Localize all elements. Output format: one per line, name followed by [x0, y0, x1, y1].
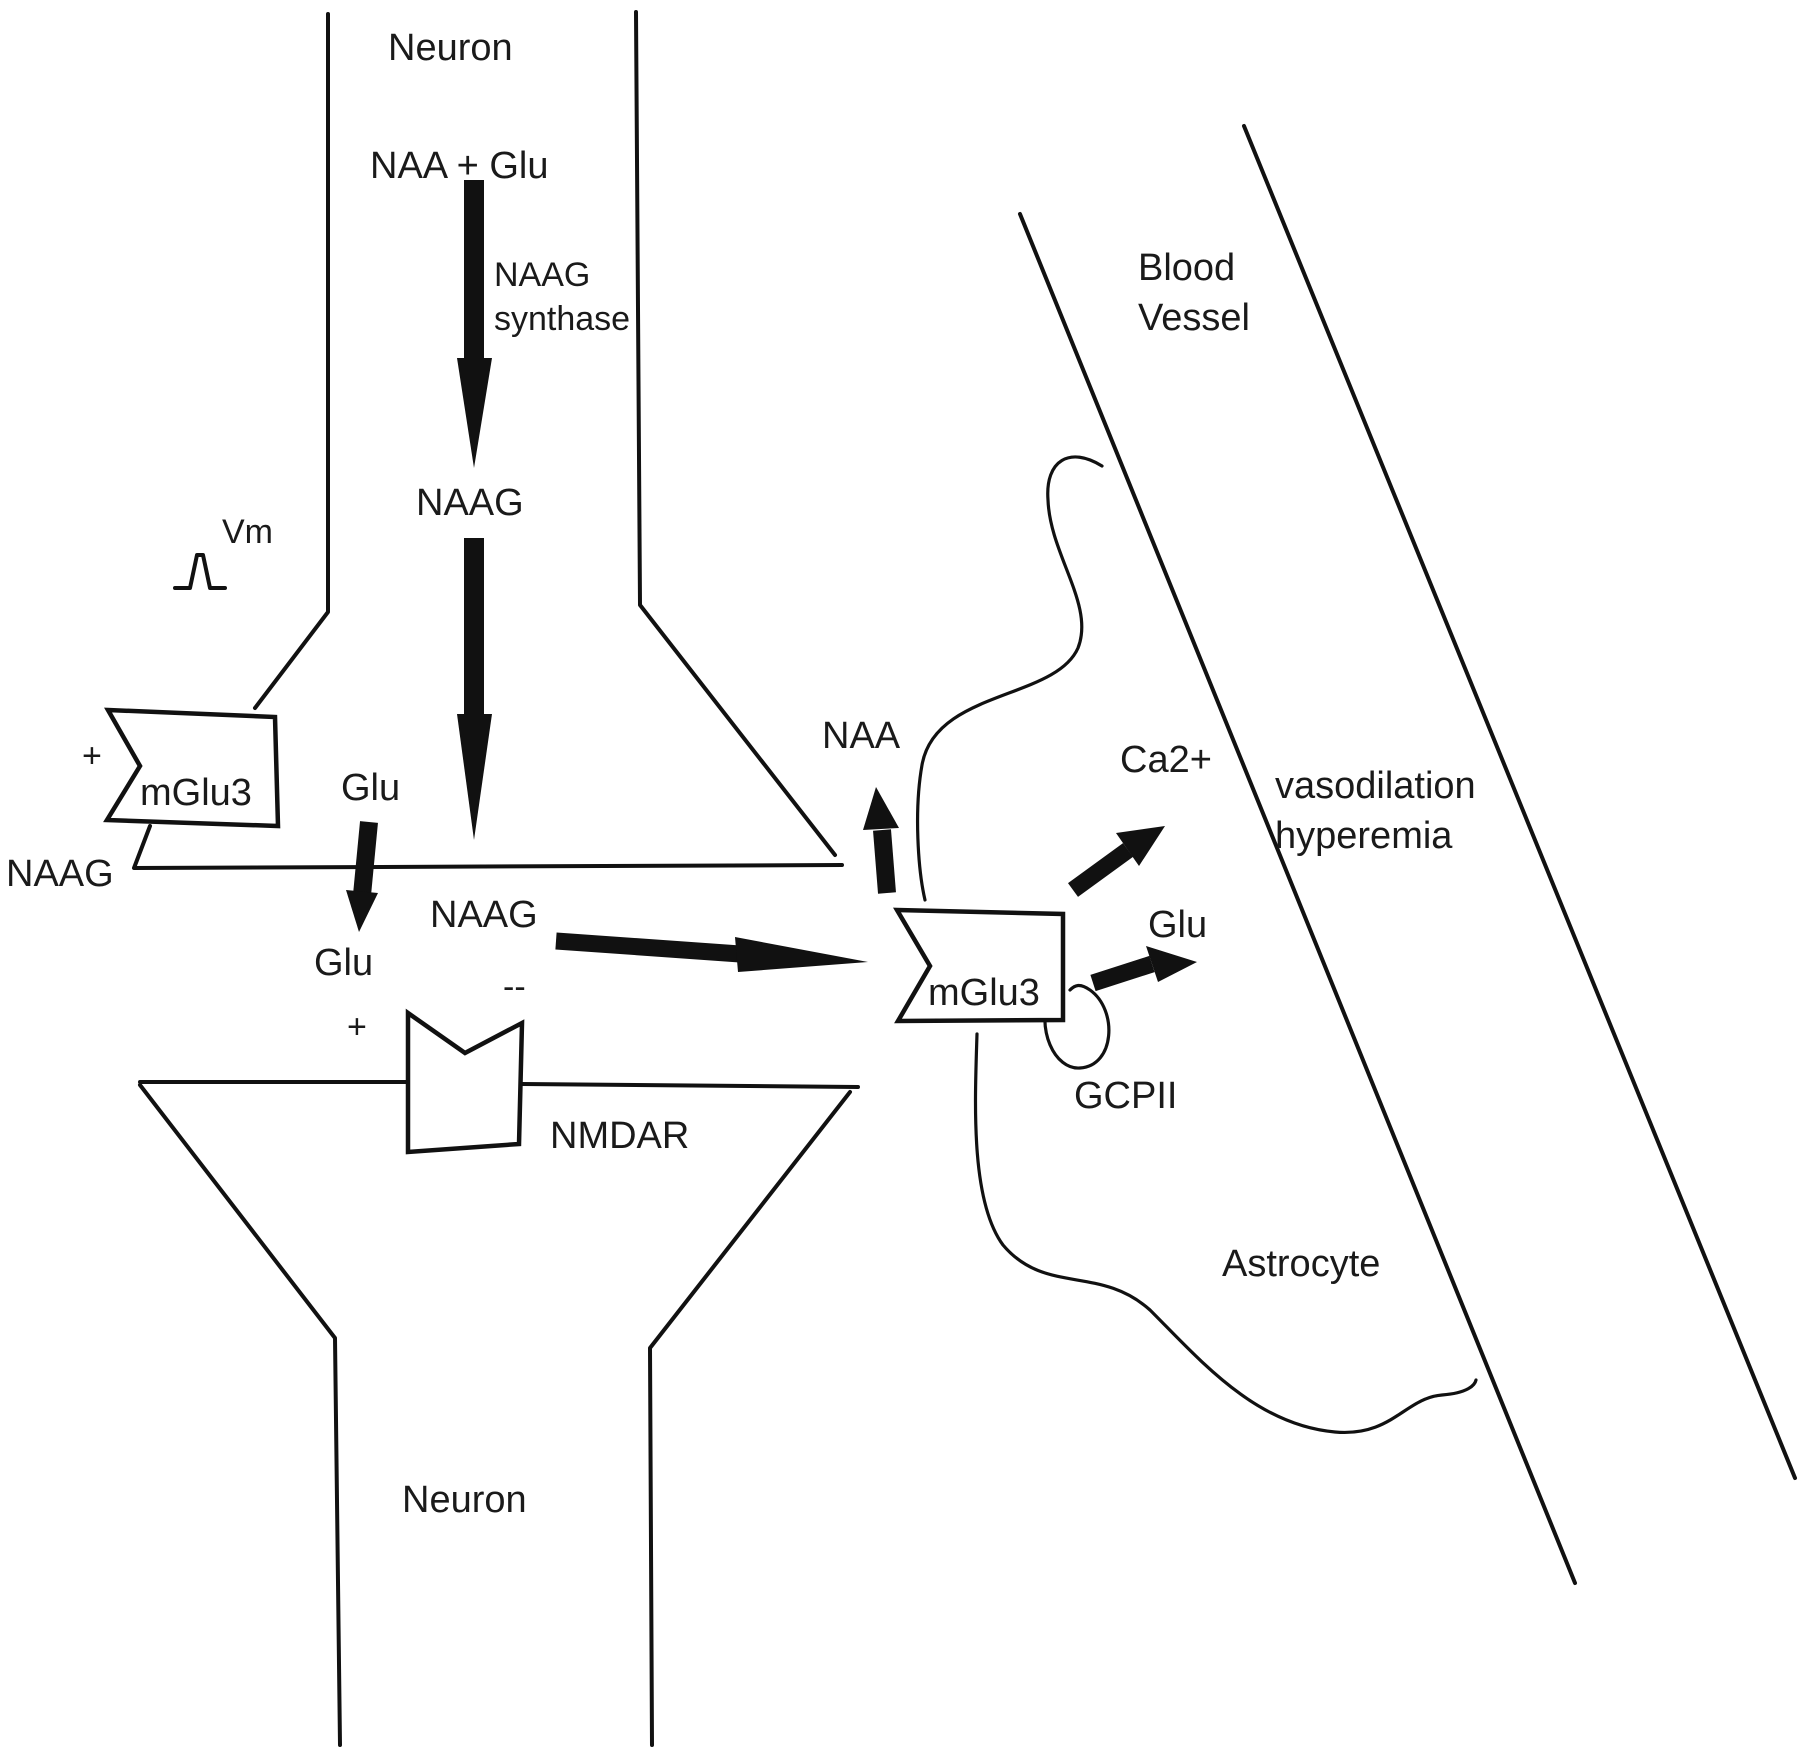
arrow-ca2: [1068, 826, 1165, 897]
label-gcpii: GCPII: [1074, 1075, 1177, 1117]
blood-vessel-walls: [1018, 124, 1797, 1585]
label-hyperemia: hyperemia: [1275, 815, 1453, 857]
label-ca2: Ca2+: [1120, 739, 1212, 781]
mglu3-presynaptic-receptor: [103, 707, 281, 829]
label-vasodilation: vasodilation: [1275, 765, 1476, 807]
label-naa-released: NAA: [822, 715, 901, 757]
label-glu-top: Glu: [341, 767, 400, 809]
arrow-glu-release: [346, 821, 378, 932]
nmdar-receptor: [405, 1008, 525, 1155]
arrow-naa-glu-to-naag: [457, 180, 492, 468]
label-naa-plus-glu: NAA + Glu: [370, 145, 548, 187]
label-vessel: Vessel: [1138, 297, 1250, 339]
label-naag-synthase-1: NAAG: [494, 256, 590, 294]
vm-spike-icon: [173, 553, 227, 590]
label-glu-cleft: Glu: [314, 942, 373, 984]
label-plus-presynaptic: +: [82, 737, 102, 775]
label-minus-nmdar: --: [503, 968, 526, 1006]
label-neuron-top: Neuron: [388, 27, 513, 69]
label-plus-nmdar: +: [347, 1008, 367, 1046]
label-blood: Blood: [1138, 247, 1235, 289]
arrow-naa-release: [863, 787, 899, 894]
arrow-naag-to-astrocyte: [555, 932, 868, 972]
label-nmdar: NMDAR: [550, 1115, 689, 1157]
label-neuron-bottom: Neuron: [402, 1479, 527, 1521]
astrocyte-membrane: [915, 455, 1478, 1434]
postsynaptic-neuron-outline: [138, 1080, 860, 1747]
mglu3-astrocyte-receptor: [893, 907, 1066, 1024]
label-naag-cytoplasm: NAAG: [416, 482, 524, 524]
diagram-labels: Neuron NAA + Glu NAAG synthase NAAG Vm +…: [6, 27, 1476, 1521]
label-mglu3-presynaptic: mGlu3: [140, 772, 252, 814]
label-astrocyte: Astrocyte: [1222, 1243, 1380, 1285]
arrow-glu-astrocyte: [1090, 946, 1197, 992]
label-naag-cleft: NAAG: [430, 894, 538, 936]
label-glu-astrocyte: Glu: [1148, 904, 1207, 946]
gcpii-enzyme-loop: [1043, 983, 1111, 1070]
label-naag-left: NAAG: [6, 853, 114, 895]
label-naag-synthase-2: synthase: [494, 300, 630, 338]
arrow-naag-to-membrane: [457, 538, 492, 840]
label-mglu3-astrocyte: mGlu3: [928, 972, 1040, 1014]
label-vm: Vm: [222, 513, 273, 551]
presynaptic-neuron-outline: [132, 10, 844, 870]
